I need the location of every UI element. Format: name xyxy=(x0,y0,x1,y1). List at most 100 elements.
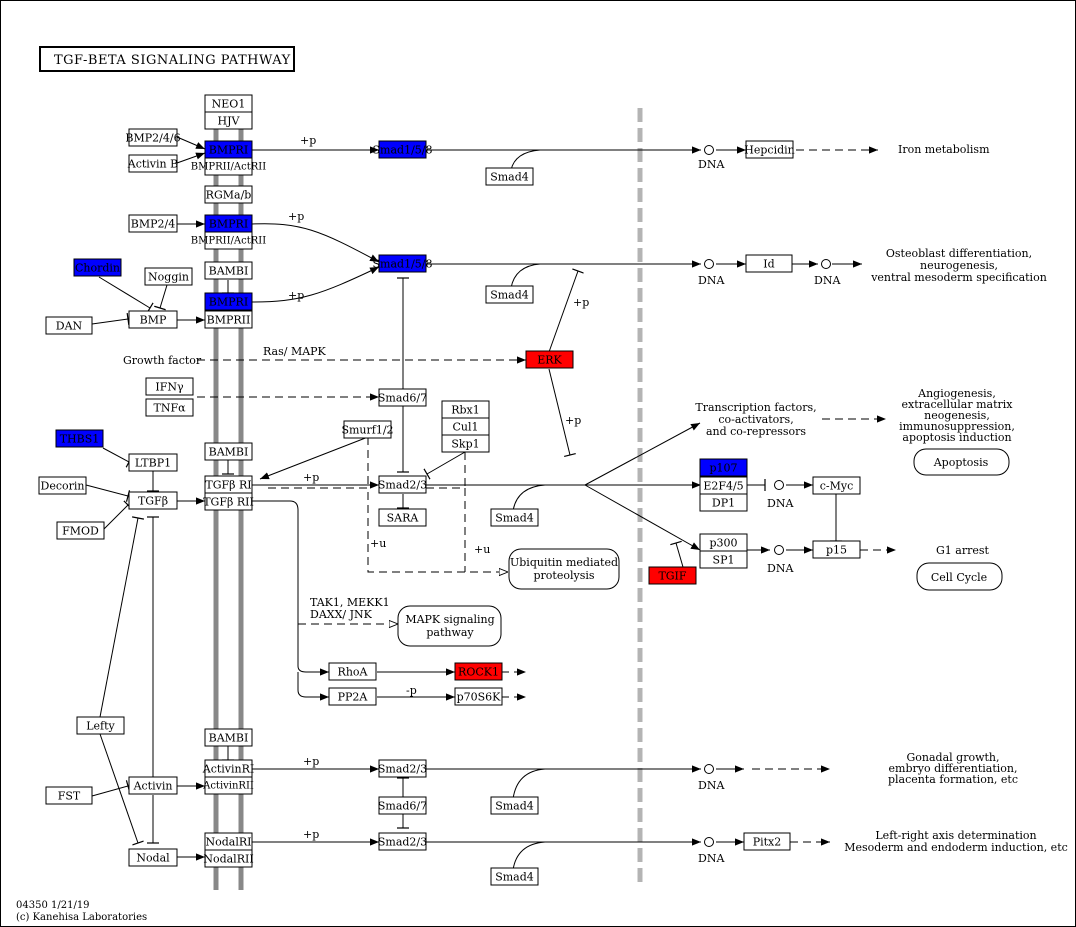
gene-node-bmprii-actrii-1[interactable]: BMPRII/ActRII xyxy=(191,157,266,176)
gene-node-thbs1[interactable]: THBS1 xyxy=(55,429,104,448)
gene-node-p300[interactable]: p300 xyxy=(699,533,748,552)
gene-node-cmyc[interactable]: c-Myc xyxy=(812,476,861,495)
gene-node-activin[interactable]: Activin xyxy=(128,776,178,795)
gene-node-smad158-2[interactable]: Smad1/5/8 xyxy=(373,254,433,273)
gene-node-ltbp1[interactable]: LTBP1 xyxy=(128,453,178,472)
gene-node-hjv[interactable]: HJV xyxy=(204,111,253,130)
outcome-angiogenesis-line: neogenesis, xyxy=(924,409,990,422)
gene-box xyxy=(378,832,427,851)
gene-node-ifng[interactable]: IFNγ xyxy=(145,377,194,396)
gene-node-nodalrii[interactable]: NodalRII xyxy=(203,849,254,868)
gene-node-sp1[interactable]: SP1 xyxy=(699,550,748,569)
gene-label: Smad2/3 xyxy=(378,836,427,849)
dna-sites xyxy=(704,145,831,847)
gene-node-e2f45[interactable]: E2F4/5 xyxy=(699,476,748,495)
gene-node-p70s6k[interactable]: p70S6K xyxy=(454,687,503,706)
gene-node-smad23-3[interactable]: Smad2/3 xyxy=(378,832,427,851)
gene-node-lefty[interactable]: Lefty xyxy=(76,716,125,735)
gene-node-neo1[interactable]: NEO1 xyxy=(204,94,253,113)
gene-node-tgfbrii[interactable]: TGFβ RII xyxy=(203,492,254,511)
dna-circle xyxy=(704,259,714,269)
gene-node-fst[interactable]: FST xyxy=(45,786,93,805)
ubiquitination-label: +u xyxy=(370,537,386,550)
gene-node-nodalri[interactable]: NodalRI xyxy=(204,832,253,851)
gene-node-activinrii[interactable]: ActivinRII xyxy=(202,776,254,795)
gene-node-tnfa[interactable]: TNFα xyxy=(145,398,194,417)
gene-node-dan[interactable]: DAN xyxy=(45,316,93,335)
pathway-link-cell-cycle[interactable]: Cell Cycle xyxy=(916,562,1003,591)
gene-label: Smad1/5/8 xyxy=(373,144,433,157)
gene-node-decorin[interactable]: Decorin xyxy=(38,476,87,495)
pathway-link-apoptosis[interactable]: Apoptosis xyxy=(913,448,1010,476)
gene-node-hepcidin[interactable]: Hepcidin xyxy=(744,140,795,159)
gene-node-smad4-5[interactable]: Smad4 xyxy=(490,867,539,886)
gene-label: Chordin xyxy=(75,262,120,275)
gene-box xyxy=(55,429,104,448)
gene-node-fmod[interactable]: FMOD xyxy=(56,521,105,540)
gene-node-pitx2[interactable]: Pitx2 xyxy=(743,832,791,851)
pathway-link-ubiquitin[interactable]: Ubiquitin mediated proteolysis xyxy=(508,548,620,590)
gene-node-bmp[interactable]: BMP xyxy=(128,310,178,329)
gene-box xyxy=(128,154,178,173)
gene-node-p15[interactable]: p15 xyxy=(812,540,861,559)
gene-label: SARA xyxy=(387,512,420,525)
gene-node-sara[interactable]: SARA xyxy=(378,508,427,527)
gene-node-bmpri-3[interactable]: BMPRI xyxy=(204,292,253,311)
gene-node-smad158-1[interactable]: Smad1/5/8 xyxy=(373,140,433,159)
gene-node-smad4-2[interactable]: Smad4 xyxy=(485,285,534,304)
gene-node-noggin[interactable]: Noggin xyxy=(144,267,193,286)
pathway-link-mapk[interactable]: MAPK signaling pathway xyxy=(397,605,502,647)
gene-node-bambi-2[interactable]: BAMBI xyxy=(204,442,253,461)
gene-node-bmpri-2[interactable]: BMPRI xyxy=(204,214,253,233)
gene-node-smad23-1[interactable]: Smad2/3 xyxy=(378,475,427,494)
gene-node-bambi-3[interactable]: BAMBI xyxy=(204,728,253,747)
gene-node-chordin[interactable]: Chordin xyxy=(73,258,122,277)
dna-label: DNA xyxy=(814,274,841,287)
gene-box xyxy=(454,662,503,681)
gene-node-id[interactable]: Id xyxy=(745,254,793,273)
gene-node-cul1[interactable]: Cul1 xyxy=(441,417,490,436)
gene-node-rock1[interactable]: ROCK1 xyxy=(454,662,503,681)
gene-node-tgif[interactable]: TGIF xyxy=(648,566,697,585)
gene-label: Pitx2 xyxy=(753,836,782,849)
gene-node-smad23-2[interactable]: Smad2/3 xyxy=(378,759,427,778)
gene-box xyxy=(485,285,534,304)
gene-node-smurf12[interactable]: Smurf1/2 xyxy=(341,420,394,439)
gene-box xyxy=(128,310,178,329)
gene-node-rbx1[interactable]: Rbx1 xyxy=(441,400,490,419)
gene-node-bmp24[interactable]: BMP2/4 xyxy=(128,214,178,233)
gene-node-smad67-1[interactable]: Smad6/7 xyxy=(378,388,427,407)
gene-node-skp1[interactable]: Skp1 xyxy=(441,434,490,453)
gene-node-smad4-3[interactable]: Smad4 xyxy=(490,508,539,527)
gene-node-pp2a[interactable]: PP2A xyxy=(328,687,377,706)
gene-node-nodal[interactable]: Nodal xyxy=(128,848,178,867)
gene-box xyxy=(128,491,178,510)
gene-node-activinb[interactable]: Activin B xyxy=(127,154,178,173)
gene-label: Smad2/3 xyxy=(378,763,427,776)
dna-label: DNA xyxy=(698,779,725,792)
gene-node-tgfbri[interactable]: TGFβ RI xyxy=(204,475,253,494)
gene-node-dp1[interactable]: DP1 xyxy=(699,493,748,512)
mapk-pathway-label: pathway xyxy=(426,626,474,639)
gene-node-bmp246[interactable]: BMP2/4/6 xyxy=(125,128,181,147)
gene-label: DAN xyxy=(56,320,83,333)
gene-node-bambi-1[interactable]: BAMBI xyxy=(204,261,253,280)
gene-node-bmpri-1[interactable]: BMPRI xyxy=(204,140,253,159)
gene-node-bmprii-actrii-2[interactable]: BMPRII/ActRII xyxy=(191,231,266,250)
gene-box xyxy=(812,476,861,495)
gene-node-bmprii-3[interactable]: BMPRII xyxy=(204,310,253,329)
gene-node-activinri[interactable]: ActivinRI xyxy=(202,759,255,778)
gene-node-smad67-2[interactable]: Smad6/7 xyxy=(378,796,427,815)
gene-label: p107 xyxy=(709,462,737,475)
gene-node-smad4-1[interactable]: Smad4 xyxy=(485,167,534,186)
gene-node-erk[interactable]: ERK xyxy=(525,350,574,369)
gene-node-rgma[interactable]: RGMa/b xyxy=(204,185,253,204)
gene-label: BAMBI xyxy=(209,446,249,459)
gene-node-tgfb[interactable]: TGFβ xyxy=(128,491,178,510)
gene-node-rhoa[interactable]: RhoA xyxy=(328,662,377,681)
gene-node-p107[interactable]: p107 xyxy=(699,458,748,477)
gene-label: NodalRI xyxy=(206,836,252,849)
gene-node-smad4-4[interactable]: Smad4 xyxy=(490,796,539,815)
gene-box xyxy=(204,849,253,868)
gene-box xyxy=(76,716,125,735)
